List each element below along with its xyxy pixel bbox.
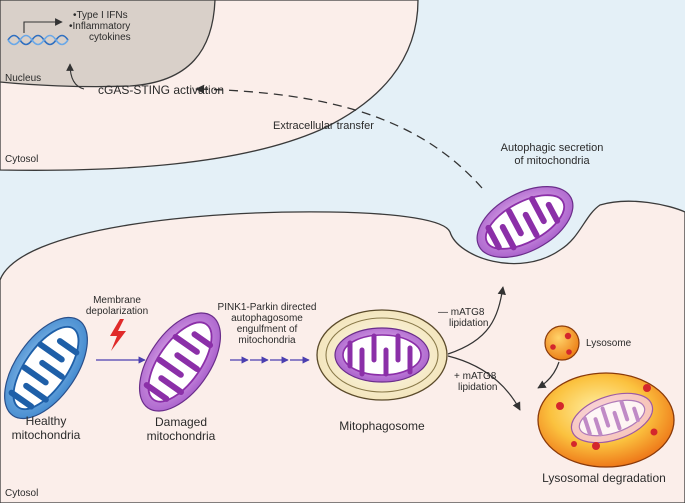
lysosome-label: Lysosome <box>586 338 632 349</box>
cgas-sting-label: cGAS-STING activation <box>98 83 225 97</box>
damaged-line-1: Damaged <box>154 415 208 429</box>
plus-matg8-line-1: + mATG8 <box>454 371 497 382</box>
type-i-ifns-label: •Type I IFNs <box>73 10 128 21</box>
healthy-line-2: mitochondria <box>11 428 81 442</box>
nucleus-label: Nucleus <box>5 73 42 84</box>
plus-matg8-line-2: lipidation <box>458 382 498 393</box>
minus-matg8-line-1: — mATG8 <box>438 307 485 318</box>
nucleus-signal-arrow <box>66 63 85 90</box>
healthy-line-1: Healthy <box>25 414 67 428</box>
mitophagosome <box>316 309 448 401</box>
pink1-parkin-label: PINK1-Parkin directed autophagosome engu… <box>207 302 327 346</box>
recipient-cytosol-label: Cytosol <box>5 154 39 165</box>
secretion-arrow <box>447 286 506 355</box>
membrane-depolarization-line-1: Membrane <box>93 295 141 306</box>
autophagic-secretion-line-1: Autophagic secretion <box>500 142 604 154</box>
extracellular-transfer-arrow <box>195 84 483 189</box>
autophagic-secretion-label: Autophagic secretion of mitochondria <box>492 142 612 168</box>
damaged-line-2: mitochondria <box>146 429 216 443</box>
healthy-mitochondrion <box>4 316 88 420</box>
plus-matg8-label: + mATG8 lipidation <box>454 371 497 393</box>
lysosomal-degradation-label: Lysosomal degradation <box>542 471 666 485</box>
transcription-arrow <box>23 18 63 33</box>
pink1-line-4: mitochondria <box>238 335 296 346</box>
autolysosome <box>537 372 675 468</box>
lysosome-fusion-arrow <box>537 361 560 389</box>
pink1-line-2: autophagosome <box>231 313 303 324</box>
dna-icon <box>7 34 69 46</box>
mitophagosome-label: Mitophagosome <box>339 419 425 433</box>
damaged-mitochondria-label: Damaged mitochondria <box>130 415 232 443</box>
damaged-mitochondrion <box>138 312 222 412</box>
membrane-depolarization-label: Membrane depolarization <box>82 295 152 317</box>
inflammatory-label: •Inflammatory <box>69 21 131 32</box>
donor-cytosol-label: Cytosol <box>5 488 39 499</box>
pink1-line-1: PINK1-Parkin directed <box>217 302 317 313</box>
autophagic-secretion-line-2: of mitochondria <box>514 155 590 167</box>
healthy-mitochondria-label: Healthy mitochondria <box>0 414 92 442</box>
cytokines-label: cytokines <box>89 32 131 43</box>
extracellular-transfer-label: Extracellular transfer <box>273 120 374 132</box>
lightning-icon <box>110 319 126 351</box>
minus-matg8-label: — mATG8 lipidation <box>438 307 488 329</box>
lysosome <box>544 325 580 361</box>
membrane-depolarization-line-2: depolarization <box>85 306 149 317</box>
secreted-mitochondrion <box>476 186 574 258</box>
degradation-arrow <box>447 355 521 411</box>
minus-matg8-line-2: lipidation <box>449 318 489 329</box>
pink1-line-3: engulfment of <box>236 324 298 335</box>
